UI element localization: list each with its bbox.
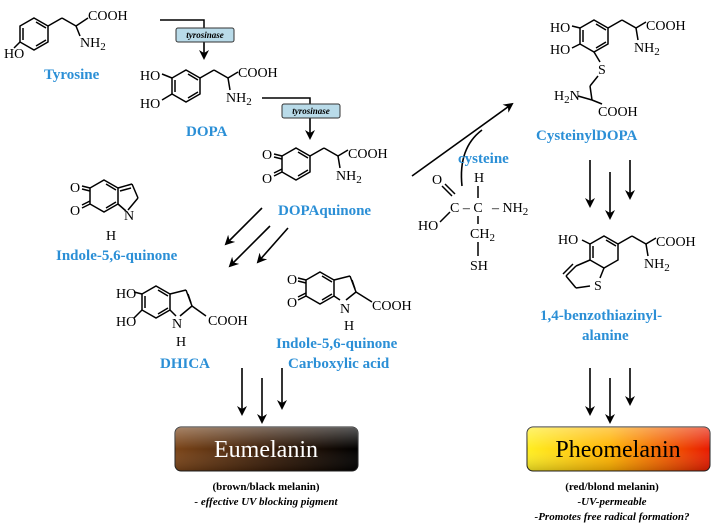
svg-text:H: H — [474, 171, 484, 186]
svg-text:C – C: C – C — [450, 201, 483, 216]
svg-text:COOH: COOH — [598, 105, 638, 120]
svg-text:S: S — [598, 63, 606, 78]
indole-carboxylic-label-2: Carboxylic acid — [288, 356, 390, 372]
dopaquinone-label: DOPAquinone — [278, 203, 371, 219]
svg-text:H2N: H2N — [554, 89, 580, 106]
svg-text:tyrosinase: tyrosinase — [292, 106, 330, 116]
svg-text:N: N — [172, 317, 182, 332]
tyrosine-ho: HO — [4, 47, 24, 62]
svg-text:COOH: COOH — [656, 235, 696, 250]
eumelanin-note: - effective UV blocking pigment — [194, 496, 338, 508]
svg-text:HO: HO — [116, 315, 136, 330]
indole-quinone-structure: O O N H — [70, 179, 139, 244]
svg-text:O: O — [287, 273, 297, 288]
pheomelanin-desc: (red/blond melanin) — [565, 481, 659, 493]
svg-text:HO: HO — [418, 219, 438, 234]
svg-text:HO: HO — [550, 43, 570, 58]
svg-text:O: O — [432, 173, 442, 188]
tyrosine-cooh: COOH — [88, 9, 128, 24]
svg-text:NH2: NH2 — [226, 91, 252, 108]
svg-text:NH2: NH2 — [336, 169, 362, 186]
pheomelanin-box: Pheomelanin — [526, 426, 711, 472]
benzothiazinyl-label-1: 1,4-benzothiazinyl- — [540, 308, 662, 324]
svg-text:HO: HO — [140, 69, 160, 84]
svg-text:O: O — [262, 148, 272, 163]
dhica-label: DHICA — [160, 356, 210, 372]
indole-quinone-carboxylic-structure: O O N H COOH — [287, 271, 412, 334]
dhica-structure: HO HO N H COOH — [116, 285, 248, 350]
svg-text:O: O — [262, 172, 272, 187]
tyrosinase-badge-2: tyrosinase — [281, 103, 341, 119]
svg-text:H: H — [176, 335, 186, 350]
benzothiazinylalanine-structure: HO S COOH NH2 — [558, 233, 696, 294]
cysteine-structure: H C – C – NH2 O HO CH2 SH — [418, 171, 528, 274]
svg-text:NH2: NH2 — [634, 41, 660, 58]
svg-text:HO: HO — [550, 21, 570, 36]
eumelanin-desc: (brown/black melanin) — [212, 481, 319, 493]
pheomelanin-title: Pheomelanin — [555, 437, 680, 463]
cysteinyldopa-label: CysteinylDOPA — [536, 128, 638, 144]
svg-text:COOH: COOH — [238, 66, 278, 81]
dopaquinone-structure: O O COOH NH2 — [262, 147, 388, 187]
svg-text:H: H — [344, 319, 354, 334]
dopa-structure: COOH NH2 HO HO — [140, 66, 278, 112]
svg-text:HO: HO — [558, 233, 578, 248]
svg-text:SH: SH — [470, 259, 488, 274]
benzothiazinyl-label-2: alanine — [582, 328, 629, 344]
svg-text:COOH: COOH — [208, 314, 248, 329]
svg-text:S: S — [594, 279, 602, 294]
svg-text:HO: HO — [140, 97, 160, 112]
svg-text:COOH: COOH — [646, 19, 686, 34]
indole-carboxylic-label-1: Indole-5,6-quinone — [276, 336, 398, 352]
cysteine-label: cysteine — [458, 151, 509, 167]
svg-text:NH2: NH2 — [644, 257, 670, 274]
pheomelanin-note-2: -Promotes free radical formation? — [535, 511, 690, 523]
svg-text:O: O — [287, 296, 297, 311]
svg-text:N: N — [340, 302, 350, 317]
eumelanin-title: Eumelanin — [214, 437, 318, 463]
svg-text:O: O — [70, 204, 80, 219]
tyrosine-nh2: NH2 — [80, 36, 106, 53]
svg-text:H: H — [106, 229, 116, 244]
tyrosinase-badge-1: tyrosinase — [175, 27, 235, 43]
svg-text:COOH: COOH — [348, 147, 388, 162]
cysteinyldopa-structure: COOH NH2 HO HO S H2N COOH — [550, 19, 686, 120]
svg-text:CH2: CH2 — [470, 227, 495, 244]
tyrosine-label: Tyrosine — [44, 67, 100, 83]
tyrosine-structure: COOH NH2 HO — [4, 9, 128, 62]
svg-text:O: O — [70, 181, 80, 196]
eumelanin-box: Eumelanin — [174, 426, 359, 472]
indole-quinone-label: Indole-5,6-quinone — [56, 248, 178, 264]
dopa-label: DOPA — [186, 124, 228, 140]
svg-text:HO: HO — [116, 287, 136, 302]
svg-text:COOH: COOH — [372, 299, 412, 314]
svg-text:N: N — [124, 209, 134, 224]
svg-text:– NH2: – NH2 — [491, 201, 528, 218]
pheomelanin-note-1: -UV-permeable — [577, 496, 646, 508]
svg-text:tyrosinase: tyrosinase — [186, 30, 224, 40]
